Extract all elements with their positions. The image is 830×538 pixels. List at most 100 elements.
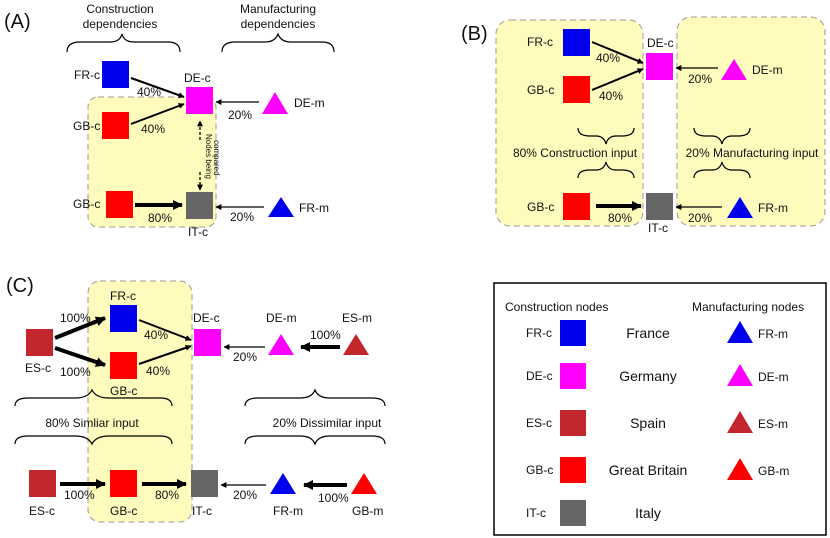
panel-b-letter: (B) <box>461 23 488 45</box>
panel-a-manufacturing-header-line1: Manufacturing <box>240 2 316 16</box>
panel-c-fr-c-label: FR-c <box>110 289 136 303</box>
panel-c-edge-fr-to-de-label: 40% <box>144 328 168 342</box>
panel-c-es-c-bottom-node <box>29 470 56 497</box>
panel-b-it-c-label: IT-c <box>648 221 668 235</box>
panel-a-fr-m-node <box>268 197 294 217</box>
legend-row-3-construction-swatch <box>560 457 586 483</box>
panel-c-similar-brace-bottom <box>14 435 173 446</box>
panel-a-compare-label-line2: compared <box>212 140 221 176</box>
panel-b-manufacturing-region <box>676 16 826 227</box>
panel-a-compare-label-line1: Nodes being <box>204 134 213 179</box>
panel-b-edge-gb-to-it-label: 80% <box>608 211 632 225</box>
panel-a-edge-dem-to-de-label: 20% <box>228 108 252 122</box>
panel-a-gb-c-top-label: GB-c <box>73 119 100 133</box>
panel-a-edge-fr-to-de-label: 40% <box>137 85 161 99</box>
legend-row-2-manufacturing-swatch <box>727 411 753 433</box>
panel-b-fr-m-label: FR-m <box>758 201 788 215</box>
panel-c-edge-es-to-gb-label: 100% <box>60 365 91 379</box>
panel-b-edge-frm-to-it-label: 20% <box>688 211 712 225</box>
panel-a-manufacturing-header-line2: dependencies <box>241 17 316 31</box>
panel-a-edge-gb-to-de-label: 40% <box>141 122 165 136</box>
panel-b-edge-dem-to-de-label: 20% <box>688 72 712 86</box>
panel-c-dissimilar-brace-top <box>244 388 386 407</box>
panel-c-es-m-node <box>343 334 369 355</box>
panel-b-de-m-label: DE-m <box>752 63 783 77</box>
panel-b-de-c-label: DE-c <box>647 36 674 50</box>
panel-c-edge-fr-to-de <box>138 319 192 341</box>
panel-b-construction-brace-top <box>577 127 635 145</box>
legend-row-3-country: Great Britain <box>609 462 688 478</box>
panel-c-edge-gbm-to-frm-label: 100% <box>318 491 349 505</box>
panel-c-letter: (C) <box>6 275 34 297</box>
panel-c-fr-m-node <box>270 473 296 494</box>
legend-row-0-construction-code: FR-c <box>526 326 552 340</box>
panel-a-fr-c-node <box>102 61 129 88</box>
panel-c-it-c-node <box>191 470 218 497</box>
panel-c-edge-dem-to-de-label: 20% <box>233 350 257 364</box>
panel-c-dissimilar-brace-bottom <box>244 435 386 446</box>
panel-b-fr-m-node <box>727 197 753 218</box>
panel-c-es-c-top-label: ES-c <box>25 361 51 375</box>
legend-row-3-manufacturing-code: GB-m <box>758 464 789 478</box>
legend-row-1-construction-swatch <box>560 363 586 389</box>
legend-row-0-manufacturing-swatch <box>727 321 753 343</box>
panel-b-construction-brace-bottom <box>577 161 635 179</box>
panel-c-gb-c-top-node <box>110 352 137 379</box>
panel-b-manufacturing-input-label: 20% Manufacturing input <box>686 146 819 160</box>
panel-b-construction-input-label: 80% Construction input <box>513 146 638 160</box>
panel-a-edge-gb-to-it-label: 80% <box>148 211 172 225</box>
panel-c-edge-es-to-fr-label: 100% <box>60 311 91 325</box>
panel-c-gb-c-top-label: GB-c <box>110 384 137 398</box>
panel-c: (C) ES-c FR-c GB-c DE-c DE-m ES-m 100% 1… <box>6 275 386 523</box>
panel-b-edge-fr-to-de-label: 40% <box>596 51 620 65</box>
panel-a-gb-c-bottom-node <box>106 191 133 218</box>
panel-a-de-c-label: DE-c <box>184 71 211 85</box>
panel-a-edge-fr-to-de <box>130 77 185 99</box>
legend: Construction nodes Manufacturing nodes F… <box>493 282 827 536</box>
panel-a-letter: (A) <box>4 11 31 33</box>
panel-a-construction-brace <box>66 33 181 53</box>
panel-b-fr-c-label: FR-c <box>527 35 553 49</box>
panel-b-manufacturing-brace-bottom <box>693 161 751 179</box>
panel-a-construction-header-line1: Construction <box>86 2 153 16</box>
panel-c-de-c-node <box>194 329 221 356</box>
panel-c-edge-gb-to-it-label: 80% <box>155 488 179 502</box>
panel-a-it-c-node <box>186 192 213 219</box>
panel-b-gb-c-bottom-label: GB-c <box>527 200 554 214</box>
legend-row-2-construction-code: ES-c <box>526 416 552 430</box>
panel-b-construction-region <box>495 19 644 227</box>
panel-a-gb-c-bottom-label: GB-c <box>73 197 100 211</box>
panel-c-fr-c-node <box>110 305 137 332</box>
panel-c-similar-input-label: 80% Simliar input <box>45 416 139 430</box>
panel-a-de-m-node <box>262 92 288 114</box>
legend-row-3-construction-code: GB-c <box>526 463 553 477</box>
panel-a-manufacturing-brace <box>221 32 335 53</box>
panel-c-edge-gb-to-de-label: 40% <box>146 364 170 378</box>
legend-row-2-construction-swatch <box>560 410 586 436</box>
panel-b-it-c-node <box>646 193 673 220</box>
legend-row-4-construction-swatch <box>560 500 586 526</box>
panel-a-it-c-label: IT-c <box>188 225 208 239</box>
panel-a-construction-header-line2: dependencies <box>83 17 158 31</box>
panel-c-edge-es-to-fr <box>54 316 106 340</box>
legend-construction-header: Construction nodes <box>505 300 608 314</box>
panel-c-de-c-label: DE-c <box>193 311 220 325</box>
panel-b-de-m-node <box>721 59 747 80</box>
panel-a-de-m-label: DE-m <box>294 96 325 110</box>
panel-b-gb-c-bottom-node <box>563 193 590 220</box>
legend-row-2-country: Spain <box>630 415 666 431</box>
panel-c-gb-m-node <box>351 473 377 494</box>
panel-c-similar-brace-top <box>14 388 173 407</box>
panel-c-gb-m-label: GB-m <box>352 504 383 518</box>
panel-a-edge-frm-to-it-label: 20% <box>230 210 254 224</box>
panel-b-fr-c-node <box>563 29 590 56</box>
legend-row-1-country: Germany <box>619 368 677 384</box>
panel-b: (B) FR-c GB-c GB-c DE-c IT-c DE-m FR-m 4… <box>461 16 826 235</box>
legend-row-1-manufacturing-swatch <box>727 364 753 386</box>
legend-row-4-construction-code: IT-c <box>526 506 546 520</box>
panel-c-es-m-label: ES-m <box>342 311 372 325</box>
panel-a-gb-c-top-node <box>102 112 129 139</box>
